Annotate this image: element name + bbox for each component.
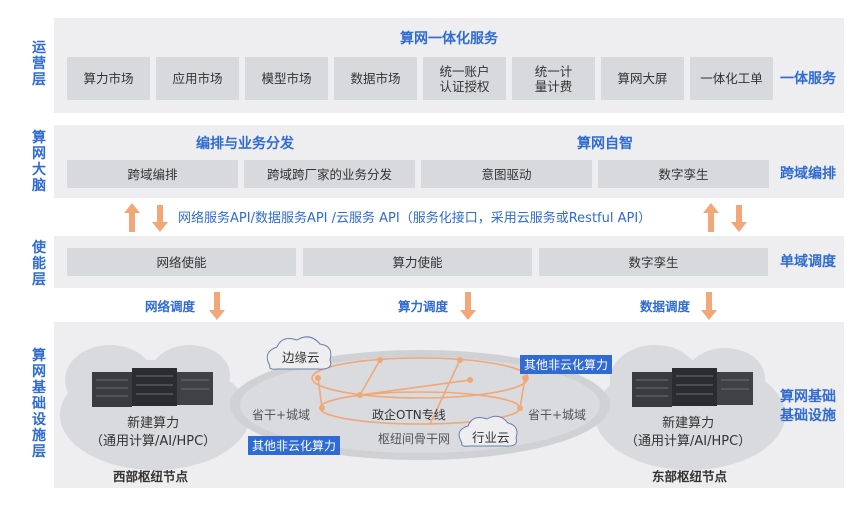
- infra-right-label: 算网基础 基础设施: [780, 389, 836, 424]
- edge-cloud-icon: [266, 336, 332, 370]
- down-arrow-icon: [152, 205, 168, 232]
- brain-item-1: 跨域跨厂家的业务分发: [244, 160, 415, 188]
- down-arrow-icon: [209, 292, 225, 320]
- layer-label-infra: 算网基础设施层: [32, 348, 46, 460]
- ops-item-0: 算力市场: [67, 57, 150, 100]
- ops-item-4: 统一账户 认证授权: [423, 57, 506, 100]
- server-rack-icon: [632, 368, 753, 407]
- api-text: 网络服务API/数据服务API /云服务 API（服务化接口，采用云服务或Res…: [178, 211, 652, 226]
- industry-cloud-icon: [458, 415, 518, 447]
- up-arrow-icon: [124, 203, 140, 232]
- brain-item-2: 意图驱动: [421, 160, 592, 188]
- west-node-label: 西部枢纽节点: [113, 469, 189, 484]
- west-compute-text: 新建算力 （通用计算/AI/HPC）: [90, 416, 217, 449]
- ops-title: 算网一体化服务: [400, 31, 498, 47]
- backbone-label: 枢纽间骨干网: [378, 432, 451, 446]
- west-cloud-icon: [60, 345, 250, 470]
- ops-item-5: 统一计 量计费: [512, 57, 595, 100]
- edge-cloud-label: 边缘云: [282, 350, 320, 365]
- ops-item-3: 数据市场: [334, 57, 417, 100]
- brain-title-right: 算网自智: [577, 136, 633, 152]
- province-left-label: 省干+城域: [252, 408, 311, 422]
- scheduling-label-compute: 算力调度: [398, 299, 449, 314]
- non-cloud-tag-left: 其他非云化算力: [248, 436, 341, 455]
- enable-item-0: 网络使能: [67, 248, 296, 276]
- province-right-label: 省干+城域: [528, 408, 587, 422]
- down-arrow-icon: [731, 205, 747, 232]
- ops-item-2: 模型市场: [245, 57, 328, 100]
- east-cloud-icon: [595, 345, 785, 470]
- scheduling-label-network: 网络调度: [145, 299, 196, 314]
- up-arrow-icon: [703, 203, 719, 232]
- enable-item-2: 数字孪生: [539, 248, 768, 276]
- server-rack-icon: [92, 368, 213, 407]
- layer-label-enable: 使能层: [32, 240, 46, 288]
- layer-label-ops: 运营层: [32, 40, 46, 88]
- non-cloud-tag-right: 其他非云化算力: [520, 355, 613, 374]
- brain-right-label: 跨域编排: [780, 166, 836, 182]
- east-compute-text: 新建算力 （通用计算/AI/HPC）: [625, 416, 752, 449]
- enable-item-1: 算力使能: [303, 248, 532, 276]
- down-arrow-icon: [460, 292, 476, 320]
- enable-right-label: 单域调度: [780, 254, 836, 270]
- down-arrow-icon: [701, 292, 717, 320]
- ops-item-6: 算网大屏: [601, 57, 684, 100]
- brain-item-0: 跨域编排: [67, 160, 238, 188]
- east-node-label: 东部枢纽节点: [652, 469, 728, 484]
- ops-item-1: 应用市场: [156, 57, 239, 100]
- brain-title-left: 编排与业务分发: [196, 136, 294, 152]
- brain-item-3: 数字孪生: [598, 160, 769, 188]
- ops-item-7: 一体化工单: [690, 57, 773, 100]
- scheduling-label-data: 数据调度: [640, 299, 691, 314]
- layer-label-brain: 算网大脑: [32, 130, 46, 194]
- ops-right-label: 一体服务: [780, 71, 836, 87]
- otn-label: 政企OTN专线: [372, 408, 446, 422]
- industry-cloud-label: 行业云: [472, 430, 510, 445]
